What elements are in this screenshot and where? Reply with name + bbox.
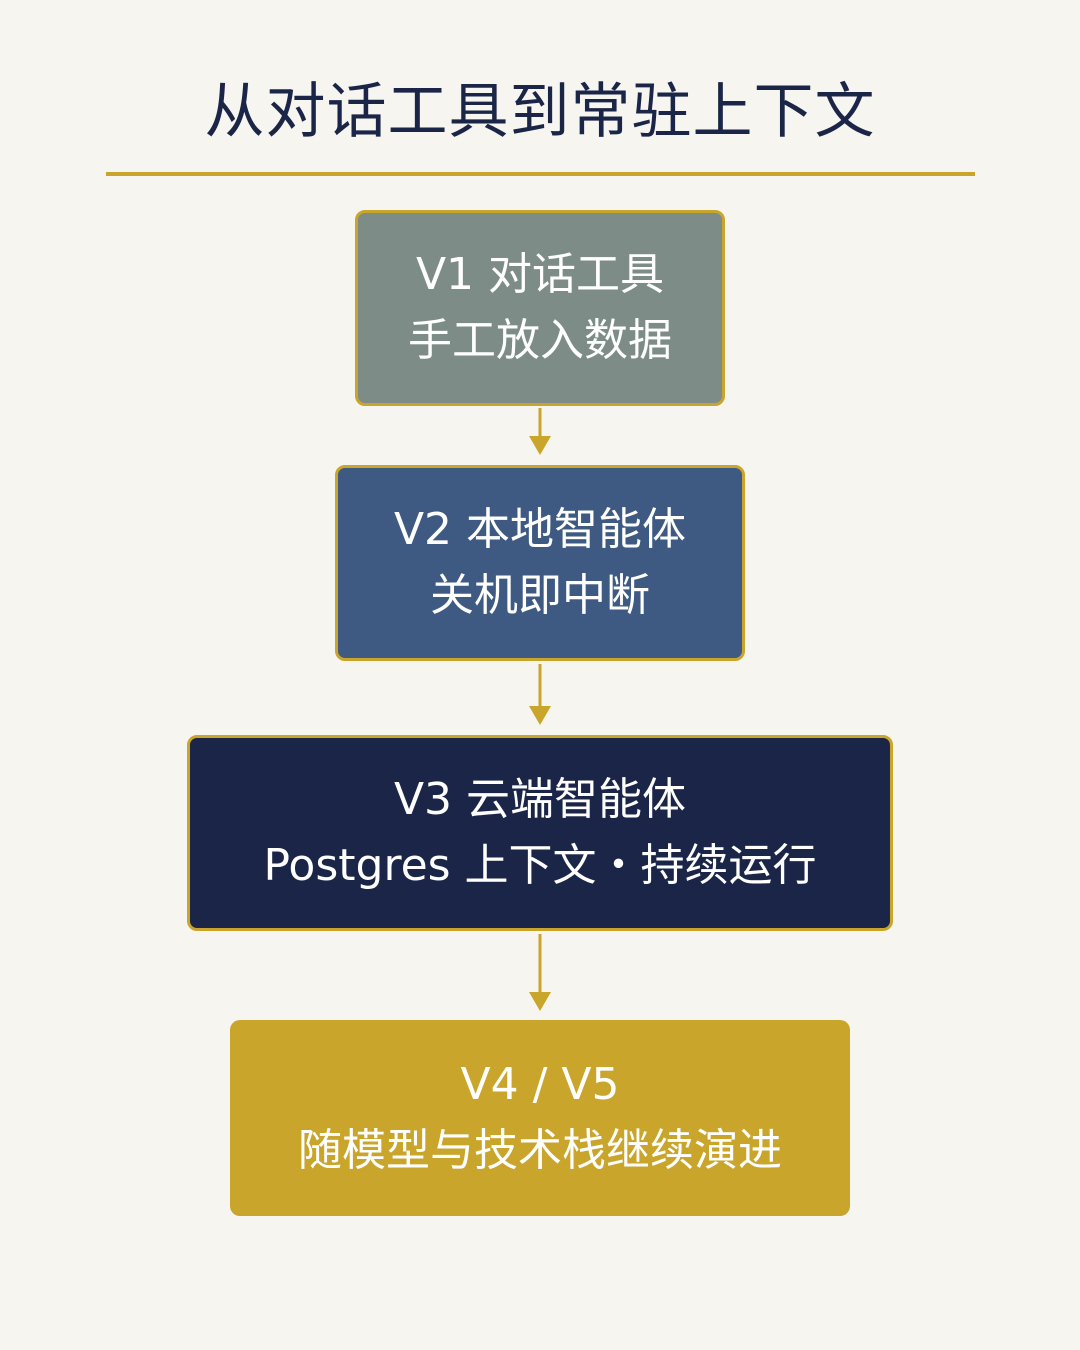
title-divider: [106, 172, 975, 176]
stage-v1-box: V1 对话工具 手工放入数据: [355, 210, 725, 406]
stage-v3-box: V3 云端智能体 Postgres 上下文・持续运行: [187, 735, 893, 931]
stage-v4-v5-title: V4 / V5: [460, 1059, 620, 1110]
stage-v1-title: V1 对话工具: [415, 249, 665, 300]
arrow-down-icon: [529, 664, 551, 725]
stage-v1-subtitle: 手工放入数据: [408, 315, 672, 366]
stage-v4-v5-box: V4 / V5 随模型与技术栈继续演进: [230, 1020, 850, 1216]
stage-v3-subtitle: Postgres 上下文・持续运行: [263, 840, 817, 891]
page-title: 从对话工具到常驻上下文: [204, 77, 876, 147]
stage-v3-title: V3 云端智能体: [393, 774, 687, 825]
stage-v2-subtitle: 关机即中断: [430, 570, 650, 621]
arrow-down-icon: [529, 934, 551, 1011]
stage-v2-title: V2 本地智能体: [393, 504, 687, 555]
arrow-down-icon: [529, 408, 551, 455]
stage-v2-box: V2 本地智能体 关机即中断: [335, 465, 745, 661]
stage-v4-v5-subtitle: 随模型与技术栈继续演进: [298, 1125, 782, 1176]
